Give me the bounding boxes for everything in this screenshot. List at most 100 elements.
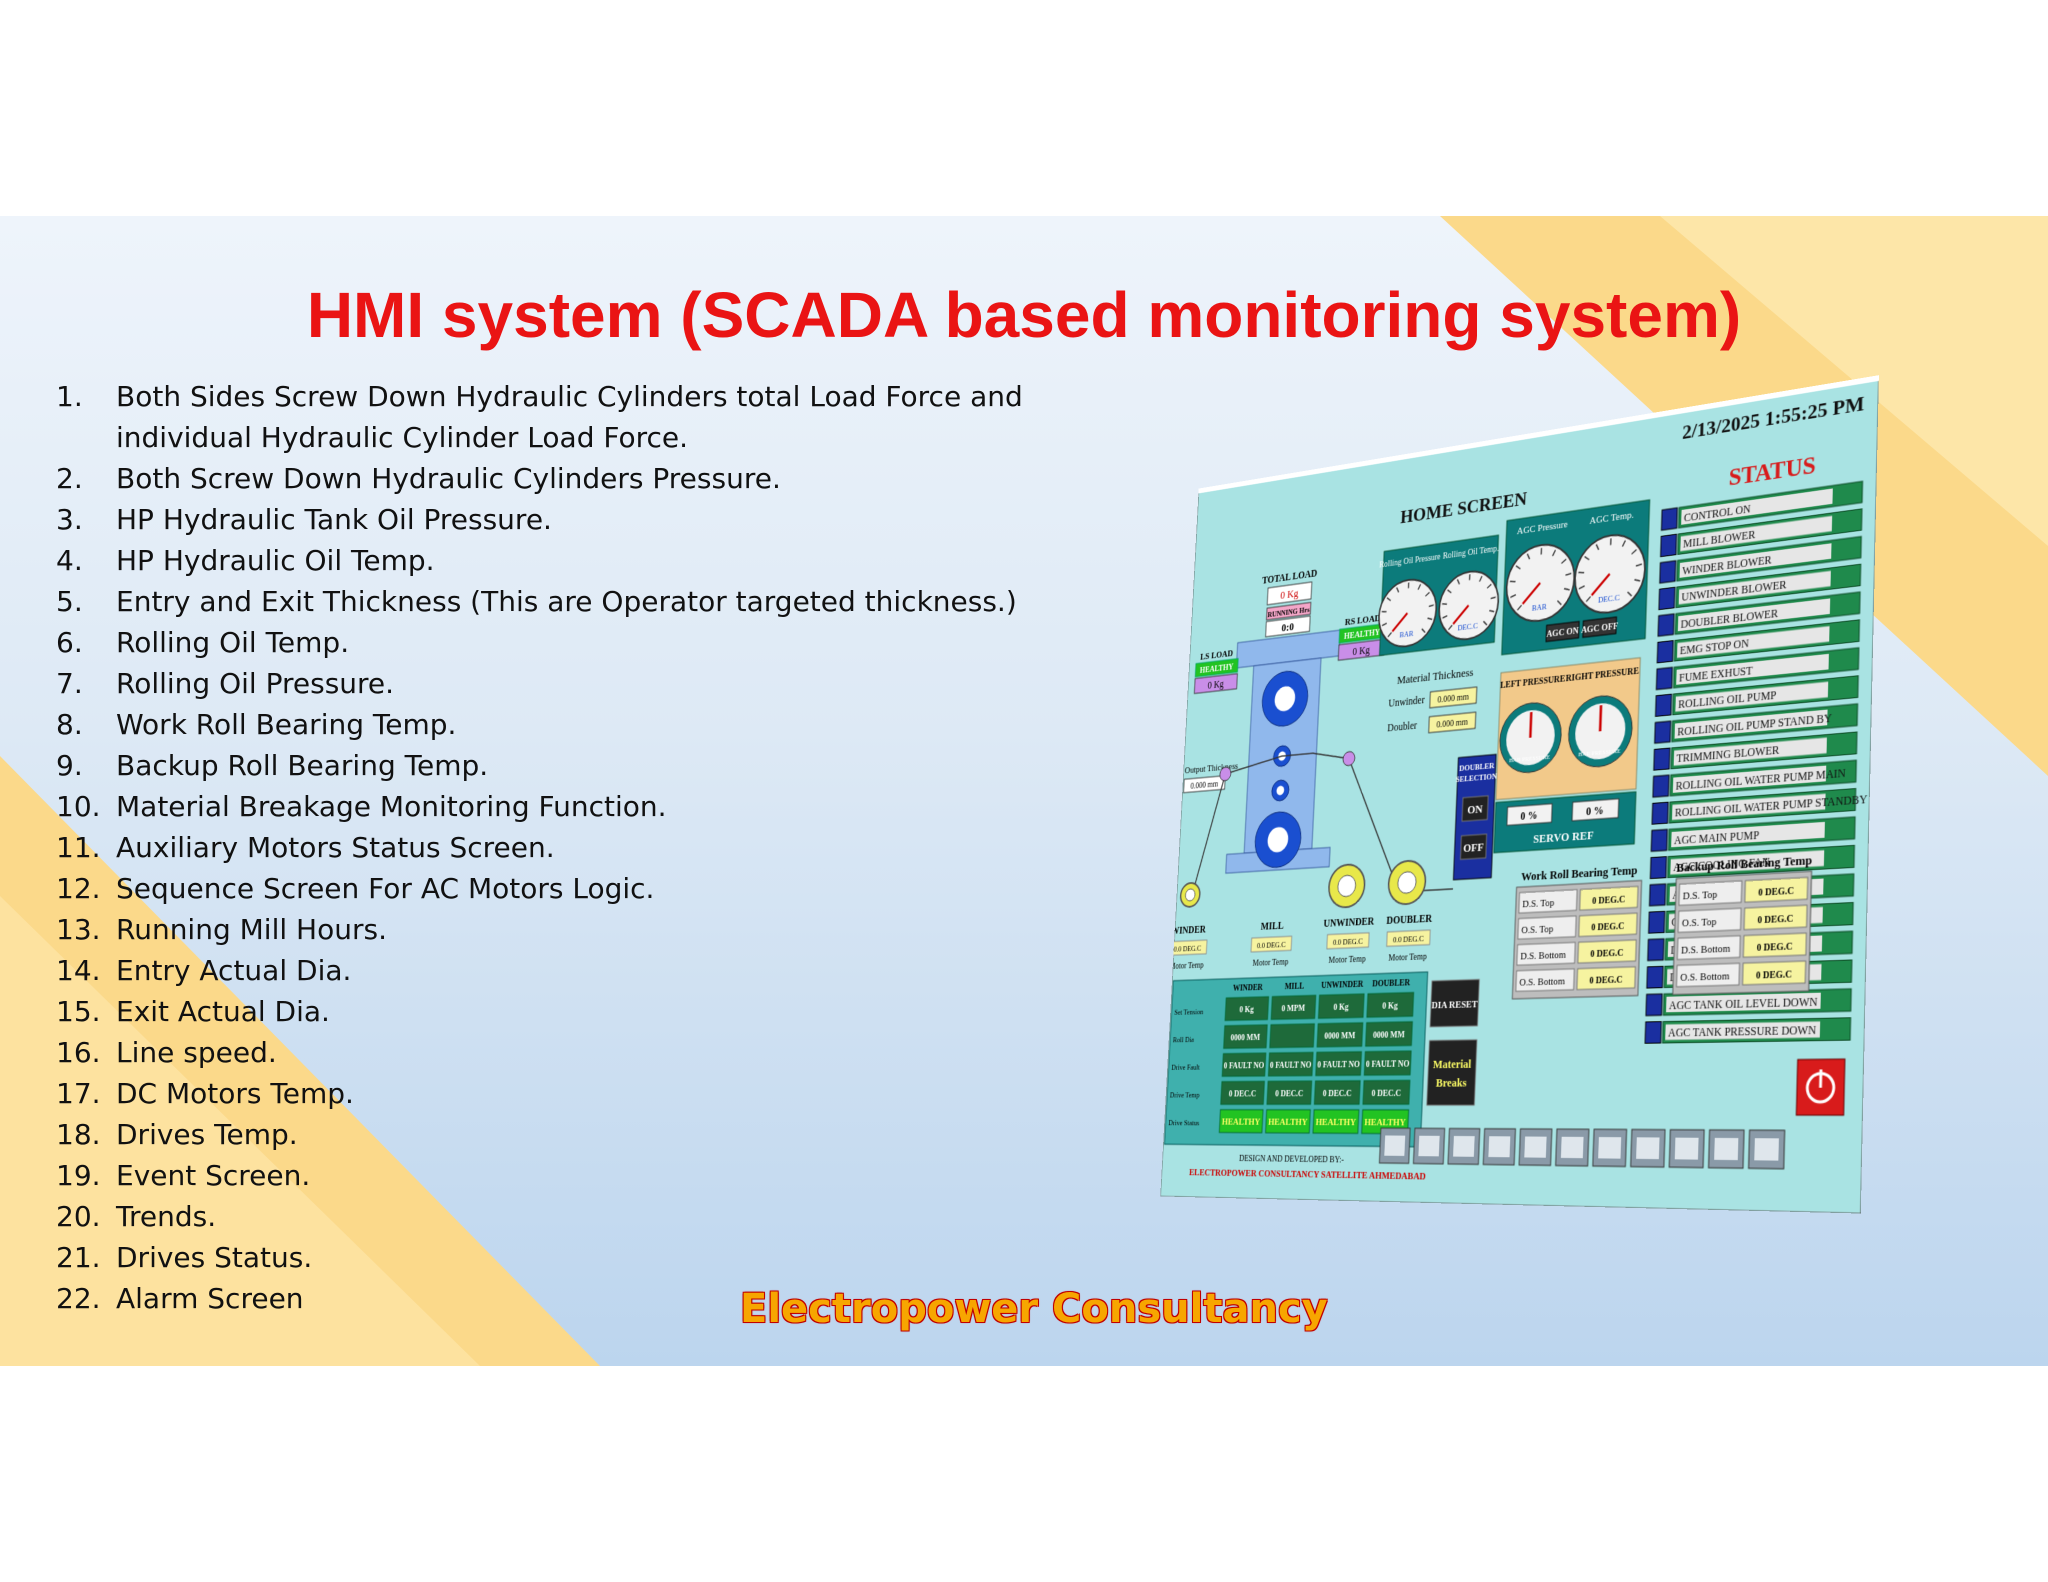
doubler-off-label: OFF: [1463, 841, 1484, 855]
dia-reset-label: DIA RESET: [1431, 999, 1478, 1012]
feature-number: 12.: [56, 872, 101, 905]
status-item-label: AGC COOLING FAN: [1673, 857, 1770, 875]
gauge-tick: [1442, 603, 1447, 605]
drive-table-cell: [1270, 1024, 1315, 1048]
feature-number: 2.: [56, 462, 83, 495]
feature-number: 8.: [56, 708, 83, 741]
feature-number: 7.: [56, 667, 83, 700]
drive-table-value: 0 FAULT NO: [1270, 1060, 1312, 1070]
feature-text: Rolling Oil Temp.: [116, 626, 350, 659]
drive-table-row-label: Drive Status: [1168, 1118, 1199, 1127]
rs-status: HEALTHY: [1344, 627, 1381, 641]
drive-table-value: 0 DEC.C: [1275, 1088, 1303, 1098]
drive-table-row-label: Drive Fault: [1171, 1063, 1200, 1072]
feature-text: Backup Roll Bearing Temp.: [116, 749, 489, 782]
feature-item: 10.Material Breakage Monitoring Function…: [56, 786, 1056, 827]
status-indicator: [1648, 939, 1664, 961]
material-breaks-button[interactable]: [1427, 1040, 1477, 1105]
feature-text: Sequence Screen For AC Motors Logic.: [116, 872, 655, 905]
ls-load-label: LS LOAD: [1200, 648, 1233, 662]
status-indicator: [1649, 884, 1665, 906]
ls-status: HEALTHY: [1200, 662, 1234, 675]
material-breaks-label-2: Breaks: [1436, 1077, 1468, 1090]
agc-on-label: AGC ON: [1546, 625, 1579, 639]
feature-number: 6.: [56, 626, 83, 659]
drive-table-row-label: Drive Temp: [1170, 1091, 1200, 1100]
drive-table-value: 0000 MM: [1373, 1029, 1406, 1040]
feature-item: 18.Drives Temp.: [56, 1114, 1056, 1155]
feature-text: Line speed.: [116, 1036, 277, 1069]
status-indicator: [1653, 775, 1669, 797]
status-indicator: [1661, 508, 1677, 531]
drive-table-value: 0 DEC.C: [1229, 1088, 1257, 1098]
bearing-value-box: [1743, 933, 1806, 957]
motor-label: MILL: [1260, 921, 1283, 933]
status-indicator: [1654, 748, 1670, 770]
rs-value: 0 Kg: [1352, 645, 1370, 658]
status-indicator: [1646, 994, 1662, 1016]
power-button[interactable]: [1796, 1059, 1845, 1115]
brand-name: Electropower Consultancy: [740, 1286, 1328, 1332]
material-breaks-label: Material: [1433, 1058, 1472, 1071]
feature-number: 15.: [56, 995, 101, 1028]
bearing-value: 0 DEG.C: [1589, 974, 1622, 986]
feature-text: HP Hydraulic Tank Oil Pressure.: [116, 503, 552, 536]
motor-temp-value: 0.0 DEG.C: [1333, 937, 1363, 947]
feature-item: 8. Work Roll Bearing Temp.: [56, 704, 1056, 745]
decor-triangle-left-light: [0, 896, 480, 1366]
pressure-gauge-unit: BAR PRESSURE: [1578, 747, 1621, 758]
fan-icon-glyph: [1524, 1136, 1547, 1158]
drive-table-value: 0 Kg: [1333, 1001, 1349, 1012]
feature-number: 11.: [56, 831, 101, 864]
feature-text: Work Roll Bearing Temp.: [116, 708, 457, 741]
feature-text: Both Sides Screw Down Hydraulic Cylinder…: [116, 380, 1023, 454]
feature-item: 6. Rolling Oil Temp.: [56, 622, 1056, 663]
bearing-value: 0 DEG.C: [1590, 947, 1623, 959]
drive-table-header: UNWINDER: [1321, 979, 1364, 990]
feature-number: 9.: [56, 749, 83, 782]
drive-table-value: 0 Kg: [1382, 1000, 1398, 1011]
status-indicator: [1655, 694, 1671, 716]
calendar-icon-glyph: [1714, 1137, 1739, 1161]
feature-text: Running Mill Hours.: [116, 913, 387, 946]
status-indicator: [1655, 721, 1671, 743]
agc-off-label: AGC OFF: [1581, 620, 1618, 635]
motor-label: UNWINDER: [1323, 916, 1374, 929]
machine-icon-glyph: [1488, 1136, 1511, 1158]
status-indicator: [1651, 829, 1667, 851]
feature-number: 5.: [56, 585, 83, 618]
doubler-thickness-value: 0.000 mm: [1436, 716, 1468, 729]
feature-text: Rolling Oil Pressure.: [116, 667, 395, 700]
gauge-unit: DEC.C: [1598, 593, 1620, 605]
feature-text: Trends.: [116, 1200, 217, 1233]
drive-table-value: HEALTHY: [1315, 1117, 1356, 1128]
refresh-icon-glyph: [1384, 1135, 1406, 1156]
status-item-label: AGC TANK OIL LEVEL DOWN: [1669, 997, 1818, 1013]
drive-table-value: HEALTHY: [1222, 1117, 1261, 1128]
gauge-unit: BAR: [1532, 602, 1548, 613]
doubler-label: Doubler: [1387, 721, 1418, 735]
drive-table-value: 0 MPM: [1281, 1003, 1306, 1014]
drive-table-value: 0 DEC.C: [1371, 1088, 1401, 1098]
status-indicator: [1661, 534, 1677, 556]
trend-icon-glyph: [1453, 1135, 1475, 1157]
feature-number: 14.: [56, 954, 101, 987]
running-hrs-value: 0:0: [1281, 621, 1294, 634]
status-indicator: [1649, 911, 1665, 933]
drive-table-value: HEALTHY: [1364, 1117, 1406, 1129]
motor-temp-label: Motor Temp: [1252, 957, 1289, 968]
bearing-label: O.S. Bottom: [1519, 976, 1565, 989]
feature-text: Both Screw Down Hydraulic Cylinders Pres…: [116, 462, 781, 495]
bearing-value-box: [1745, 877, 1808, 902]
status-item-label: AGC TANK PRESSURE DOWN: [1668, 1025, 1817, 1040]
status-bar: [1668, 845, 1855, 877]
feature-text: Alarm Screen: [116, 1282, 304, 1315]
motor-temp-label: Motor Temp: [1328, 953, 1366, 965]
drive-table-row-label: Roll Dia: [1173, 1035, 1195, 1044]
feature-number: 21.: [56, 1241, 101, 1274]
drive-table-value: 0 FAULT NO: [1223, 1060, 1264, 1070]
output-thickness-label: Output Thickness: [1184, 761, 1238, 776]
drive-table-value: HEALTHY: [1268, 1117, 1308, 1128]
bearing-value: 0 DEG.C: [1757, 941, 1793, 954]
pressure-gauge-unit: BAR PRESSURE: [1509, 754, 1550, 765]
